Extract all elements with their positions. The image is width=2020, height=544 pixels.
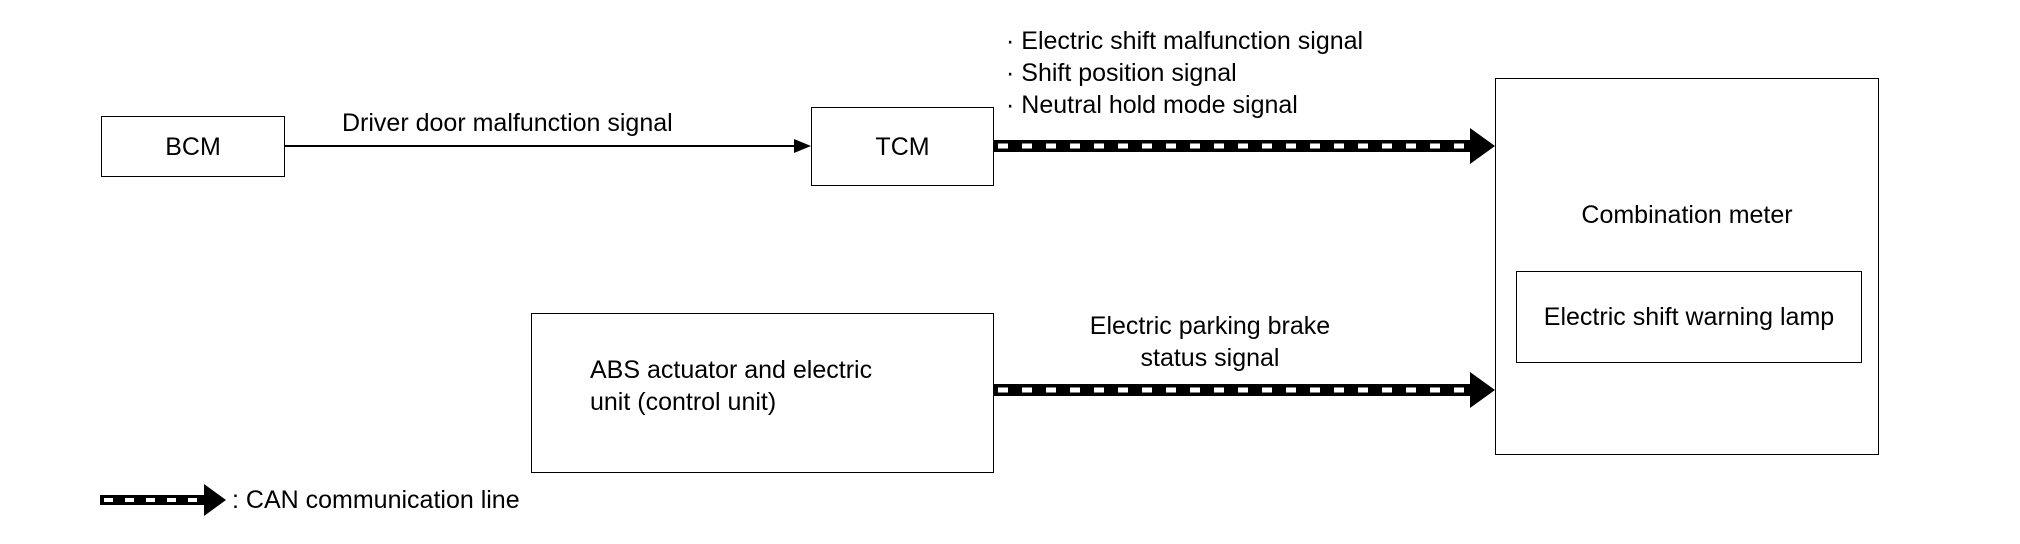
abs-meter-arrowhead bbox=[1470, 372, 1495, 408]
abs-meter-can-line bbox=[994, 384, 1472, 396]
combination-meter-box: Combination meter Electric shift warning… bbox=[1495, 78, 1879, 455]
combination-meter-label: Combination meter bbox=[1581, 201, 1793, 229]
abs-label-line1: ABS actuator and electric bbox=[590, 356, 873, 384]
legend-arrowhead bbox=[204, 484, 226, 516]
tcm-signals-list: Electric shift malfunction signal Shift … bbox=[1006, 25, 1363, 121]
bcm-box: BCM bbox=[101, 116, 285, 177]
tcm-box: TCM bbox=[811, 107, 994, 186]
signal-shift-position: Shift position signal bbox=[1006, 57, 1363, 89]
signal-neutral-hold-mode: Neutral hold mode signal bbox=[1006, 89, 1363, 121]
signal-electric-shift-malfunction: Electric shift malfunction signal bbox=[1006, 25, 1363, 57]
parking-brake-signal-line1: Electric parking brake bbox=[1089, 312, 1331, 340]
warning-lamp-label: Electric shift warning lamp bbox=[1543, 303, 1835, 331]
abs-label-line2: unit (control unit) bbox=[590, 388, 777, 416]
tcm-meter-arrowhead bbox=[1470, 128, 1495, 164]
parking-brake-signal-label: Electric parking brake status signal bbox=[1040, 310, 1380, 374]
tcm-meter-can-line bbox=[994, 140, 1472, 152]
tcm-label: TCM bbox=[875, 132, 930, 161]
parking-brake-signal-line2: status signal bbox=[1140, 344, 1280, 372]
warning-lamp-box: Electric shift warning lamp bbox=[1516, 271, 1862, 363]
bcm-label: BCM bbox=[165, 132, 221, 161]
bcm-tcm-arrowhead bbox=[794, 139, 811, 153]
driver-door-signal-label: Driver door malfunction signal bbox=[342, 109, 673, 137]
legend-can-label: : CAN communication line bbox=[232, 486, 520, 514]
abs-actuator-box: ABS actuator and electric unit (control … bbox=[531, 313, 994, 473]
